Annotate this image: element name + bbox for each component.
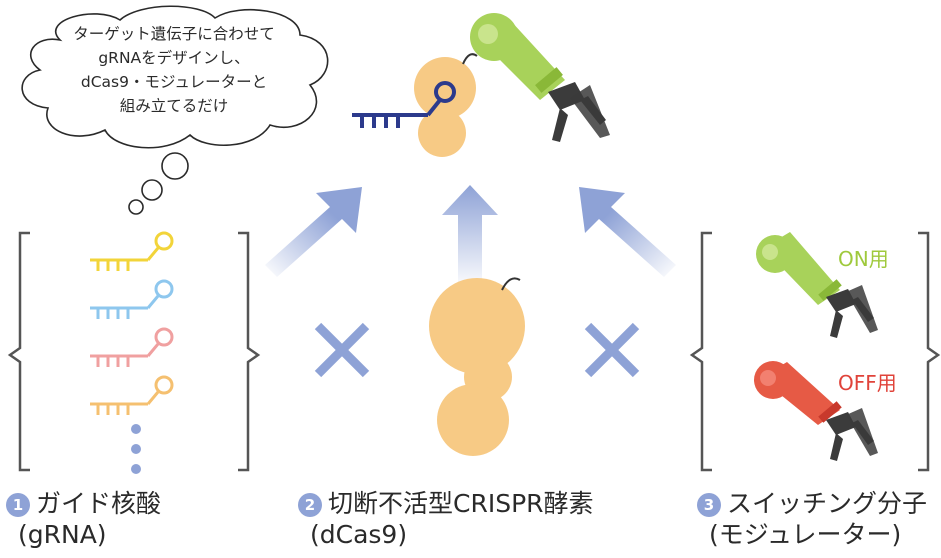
thought-line: gRNAをデザインし、 [98,49,250,67]
arrow-left [265,187,362,277]
component-sub: (gRNA) [18,520,107,549]
modulator-off [754,361,878,461]
on-label: ON用 [838,247,889,271]
thought-line: 組み立てるだけ [119,97,229,115]
thought-line: ターゲット遺伝子に合わせて [73,25,275,43]
gRNA-yellow [90,231,174,271]
bracket-right [689,231,941,472]
gRNA-blue [90,279,174,319]
modulator-on [756,232,878,338]
component-name: スイッチング分子 [727,489,928,518]
multiply-icon-left [314,322,370,378]
component-name: 切断不活型CRISPR酵素 [328,489,594,518]
dcas9-protein [429,277,525,456]
number-badge: 3 [697,493,721,517]
component-name: ガイド核酸 [36,489,162,518]
gRNA-orange [90,375,174,415]
gRNA-list [90,231,174,415]
assembled-dcas9-bottom [418,109,466,157]
component-sub: (dCas9) [310,520,408,549]
thought-bubble [21,5,329,215]
component-sub: (モジュレーター) [709,520,902,549]
bracket-left [7,231,261,472]
arrow-right [579,187,676,277]
thought-dot-medium [141,179,163,201]
thought-line: dCas9・モジュレーターと [80,73,268,91]
multiply-icon-right [584,322,640,378]
assembled-complex [352,13,610,157]
gripper-icon-off [826,408,878,461]
gRNA-pink [90,327,174,367]
assembled-gRNA [352,81,456,128]
arrow-center [442,185,498,290]
thought-bubble-text: ターゲット遺伝子に合わせて gRNAをデザインし、 dCas9・モジュレーターと… [40,22,308,118]
number-badge: 1 [6,493,30,517]
assembled-modulator-arm [470,13,610,142]
off-label: OFF用 [838,371,897,395]
gripper-icon-on [826,285,878,338]
ellipsis-dots [131,424,141,474]
assembled-dcas9-top [414,57,476,119]
number-badge: 2 [298,493,322,517]
thought-dot-small [128,199,144,215]
assembled-gripper-icon [548,82,610,142]
thought-dot-large [161,152,189,180]
